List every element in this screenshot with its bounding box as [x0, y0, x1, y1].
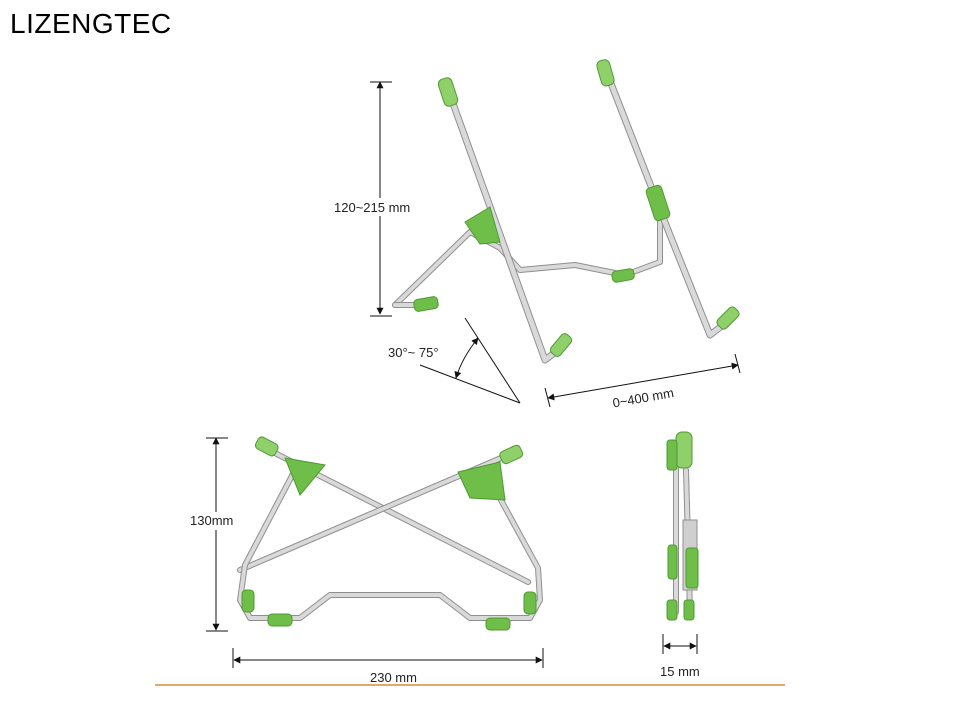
- open-stand-base-frame: [392, 217, 663, 308]
- folded-height-dimension: 130mm: [188, 437, 244, 632]
- left-arm-hinge: [464, 206, 501, 245]
- angle-dimension-label: 30°~ 75°: [388, 345, 439, 360]
- folded-height-label: 130mm: [190, 513, 233, 528]
- folded-front-view: 130mm 230 mm: [188, 436, 544, 685]
- brand-logo: LIZENGTEC: [10, 8, 172, 39]
- left-arm-tip-cap: [437, 77, 459, 107]
- right-arm-hinge: [645, 184, 671, 222]
- folded-base-foot-right: [485, 617, 511, 631]
- folded-side-view: 15 mm: [660, 431, 700, 679]
- folded-thickness-dimension: 15 mm: [660, 634, 700, 679]
- distance-dimension: 0~400 mm: [544, 353, 741, 411]
- side-hinge-top: [666, 439, 678, 471]
- side-top-cap: [675, 431, 693, 469]
- folded-left-foot: [241, 589, 255, 613]
- folded-right-tip-cap: [499, 444, 524, 465]
- folded-thickness-label: 15 mm: [660, 664, 700, 679]
- folded-width-dimension: 230 mm: [232, 648, 544, 685]
- distance-dimension-label: 0~400 mm: [611, 385, 674, 411]
- side-hinge-right: [685, 547, 699, 589]
- height-dimension-label: 120~215 mm: [334, 200, 410, 215]
- height-dimension: 120~215 mm: [330, 81, 426, 317]
- folded-left-hinge: [284, 457, 326, 496]
- folded-base-foot-left: [267, 613, 293, 627]
- side-foot-right: [683, 599, 695, 621]
- side-hinge-middle: [667, 544, 678, 580]
- folded-right-hinge: [457, 461, 506, 501]
- folded-width-label: 230 mm: [370, 670, 417, 685]
- open-stand-view: 120~215 mm 30°~ 75° 0~400 mm: [330, 59, 741, 411]
- folded-left-tip-cap: [254, 436, 279, 457]
- base-foot-right: [611, 268, 635, 283]
- open-stand-right-arm: [596, 59, 740, 339]
- side-foot-left: [666, 599, 678, 621]
- angle-dimension: 30°~ 75°: [388, 317, 521, 404]
- right-arm-tip-cap: [596, 59, 615, 87]
- base-foot-left: [413, 296, 439, 312]
- right-arm-foot-cap: [716, 306, 740, 330]
- folded-right-foot: [523, 591, 537, 615]
- left-arm-foot-cap: [549, 333, 573, 357]
- open-stand-left-arm: [437, 77, 573, 364]
